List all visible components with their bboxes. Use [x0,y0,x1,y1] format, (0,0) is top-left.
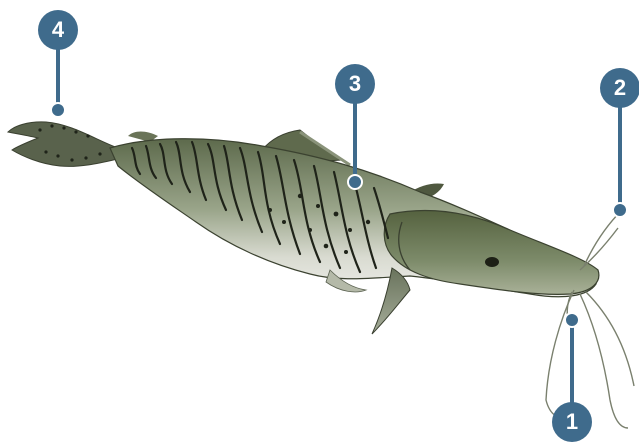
callout-badge-3: 3 [335,64,375,104]
eye [485,257,499,267]
callout-badge-4: 4 [38,10,78,50]
callout-3-anchor [348,175,362,189]
catfish-illustration [8,122,634,428]
callout-4-anchor [51,103,65,117]
callout-badge-1: 1 [552,402,592,442]
barbels [546,210,634,428]
fish-head [384,211,599,295]
callout-2-anchor [613,203,627,217]
callout-badge-2: 2 [600,68,639,108]
callout-1-anchor [565,313,579,327]
